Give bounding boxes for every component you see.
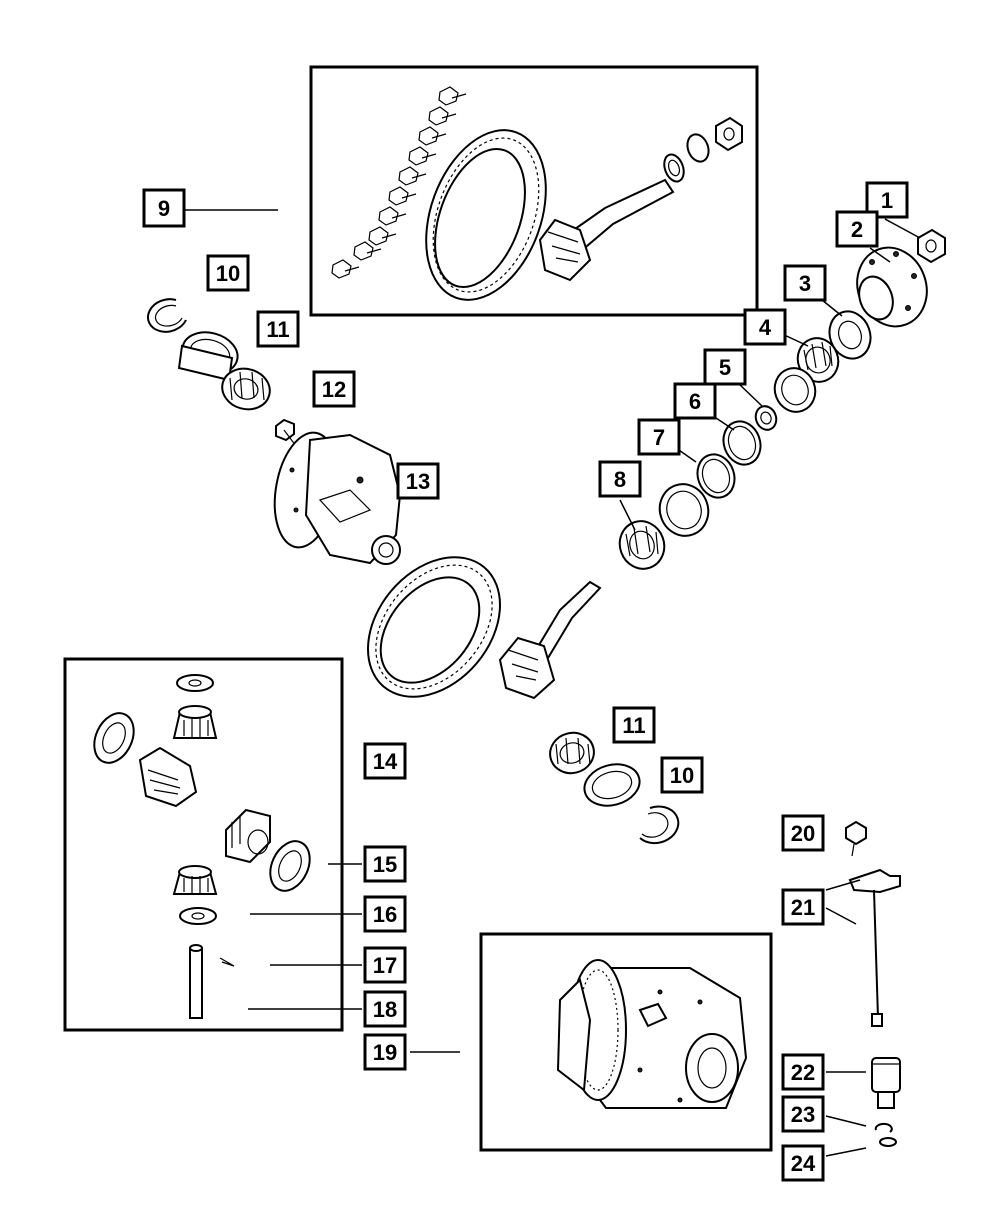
carrier-bearing-cup-lower bbox=[583, 763, 641, 807]
callout-1-label: 1 bbox=[881, 188, 893, 213]
callout-12: 12 bbox=[312, 370, 356, 408]
side-gear-right bbox=[225, 808, 271, 864]
collapsible-spacer bbox=[722, 420, 762, 466]
callout-10-upper: 10 bbox=[206, 254, 250, 292]
pinion-mate-gear-lower bbox=[172, 865, 218, 895]
thrust-washer-right bbox=[269, 840, 311, 892]
callout-5-label: 5 bbox=[719, 355, 731, 380]
retaining-clip bbox=[874, 1122, 893, 1133]
callout-22: 22 bbox=[781, 1053, 825, 1091]
callout-16: 16 bbox=[363, 895, 407, 933]
callout-2: 2 bbox=[835, 210, 879, 248]
locker-solenoid bbox=[871, 1057, 901, 1109]
pinion-nut bbox=[917, 228, 946, 264]
callout-14-label: 14 bbox=[373, 749, 398, 774]
ring-gear-middle bbox=[367, 556, 501, 698]
callout-10-upper-label: 10 bbox=[216, 261, 240, 286]
callout-22-label: 22 bbox=[791, 1060, 815, 1085]
callout-18-label: 18 bbox=[373, 997, 397, 1022]
callout-17-label: 17 bbox=[373, 953, 397, 978]
callout-4-label: 4 bbox=[759, 315, 772, 340]
callout-20: 20 bbox=[781, 814, 825, 852]
ring-gear-bolt bbox=[275, 418, 297, 447]
carrier-bearing-lower bbox=[549, 731, 595, 775]
pinion-washers-top bbox=[663, 116, 743, 183]
callout-21-label: 21 bbox=[791, 895, 815, 920]
o-ring bbox=[879, 1137, 897, 1147]
callout-5: 5 bbox=[703, 348, 747, 386]
callout-11-lower-label: 11 bbox=[622, 713, 645, 738]
callout-10-lower: 10 bbox=[660, 756, 704, 794]
callout-10-lower-label: 10 bbox=[670, 763, 694, 788]
callout-11-lower: 11 bbox=[612, 706, 656, 744]
differential-case-frame bbox=[479, 932, 773, 1152]
snap-ring-upper bbox=[146, 298, 187, 333]
pinion-shaft-lock-screw bbox=[219, 957, 235, 967]
callout-11-upper-label: 11 bbox=[266, 317, 289, 342]
callout-3: 3 bbox=[783, 264, 827, 302]
callout-3-label: 3 bbox=[799, 271, 811, 296]
snap-ring-lower bbox=[639, 805, 680, 845]
callout-6: 6 bbox=[673, 382, 717, 420]
callout-13: 13 bbox=[396, 462, 440, 500]
pinion-inner-bearing bbox=[618, 520, 666, 570]
ring-gear-bolts bbox=[331, 86, 467, 279]
pinion-mate-washer bbox=[179, 907, 217, 925]
callout-8: 8 bbox=[598, 460, 642, 498]
callout-7-label: 7 bbox=[653, 425, 665, 450]
pinion-inner-cup bbox=[658, 483, 710, 537]
pinion-outer-cup bbox=[773, 367, 817, 413]
pinion-outer-bearing bbox=[796, 337, 840, 383]
carrier-bearing-upper bbox=[221, 367, 271, 411]
callout-14: 14 bbox=[363, 742, 407, 780]
callout-24: 24 bbox=[781, 1144, 825, 1182]
callout-7: 7 bbox=[637, 418, 681, 456]
callout-23-label: 23 bbox=[791, 1102, 815, 1127]
callout-9-label: 9 bbox=[158, 196, 170, 221]
callout-15-label: 15 bbox=[373, 852, 397, 877]
callout-21: 21 bbox=[781, 888, 825, 926]
electronic-locker-harness bbox=[848, 868, 901, 1027]
callout-17: 17 bbox=[363, 946, 407, 984]
pinion-flange bbox=[856, 246, 928, 328]
pinion-seal bbox=[828, 310, 872, 360]
callout-19: 19 bbox=[363, 1033, 407, 1071]
differential-gear-kit-frame bbox=[63, 657, 344, 1032]
callout-6-label: 6 bbox=[689, 389, 701, 414]
pinion-inner-shim bbox=[696, 453, 736, 499]
callout-19-label: 19 bbox=[373, 1040, 397, 1065]
callout-9: 9 bbox=[142, 188, 186, 228]
callout-18: 18 bbox=[363, 990, 407, 1028]
pinion-gear-middle bbox=[498, 580, 602, 700]
carrier-bearing-cup-upper bbox=[177, 331, 239, 382]
ring-gear-top bbox=[425, 129, 547, 301]
ring-pinion-kit-frame bbox=[309, 65, 759, 317]
differential-case bbox=[273, 431, 402, 565]
pinion-mate-gear-top bbox=[172, 705, 218, 739]
callout-23: 23 bbox=[781, 1095, 825, 1133]
pinion-mate-shaft bbox=[189, 944, 203, 1019]
pinion-shim bbox=[754, 405, 778, 431]
thrust-washer-left bbox=[93, 712, 135, 764]
callout-8-label: 8 bbox=[614, 467, 626, 492]
pinion-gear-top bbox=[538, 178, 675, 282]
side-gear-left bbox=[138, 746, 198, 808]
callout-11-upper: 11 bbox=[256, 310, 300, 348]
callout-4: 4 bbox=[743, 308, 787, 346]
callout-15: 15 bbox=[363, 845, 407, 883]
callout-2-label: 2 bbox=[851, 217, 863, 242]
vent-fitting bbox=[845, 820, 867, 857]
callout-13-label: 13 bbox=[406, 469, 430, 494]
callout-20-label: 20 bbox=[791, 821, 815, 846]
callout-24-label: 24 bbox=[791, 1151, 816, 1176]
callout-16-label: 16 bbox=[373, 902, 397, 927]
side-gear-thrust-washer-top bbox=[176, 674, 214, 692]
callout-12-label: 12 bbox=[322, 377, 346, 402]
differential-case-assembly bbox=[556, 959, 748, 1109]
